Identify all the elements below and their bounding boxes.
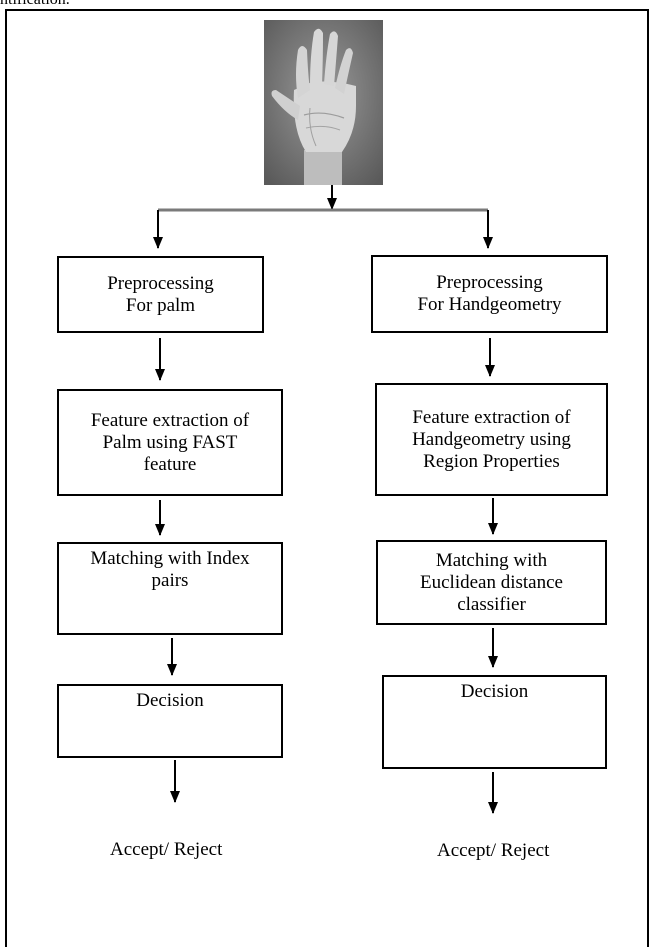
right-feature-extraction-box: Feature extraction of Handgeometry using… (375, 383, 608, 496)
right-decision-label: Decision (460, 681, 529, 702)
figure-frame (5, 9, 649, 947)
left-feature-extraction-box: Feature extraction of Palm using FAST fe… (57, 389, 283, 496)
right-preprocessing-label: Preprocessing For Handgeometry (417, 272, 562, 315)
left-feature-extraction-label: Feature extraction of Palm using FAST fe… (90, 409, 250, 475)
left-matching-box: Matching with Index pairs (57, 542, 283, 635)
left-result-text: Accept/ Reject (110, 839, 223, 860)
caption-fragment: ntification. (0, 0, 70, 9)
right-preprocessing-box: Preprocessing For Handgeometry (371, 255, 608, 333)
left-matching-label: Matching with Index pairs (90, 548, 250, 591)
left-decision-box: Decision (57, 684, 283, 758)
right-matching-box: Matching with Euclidean distance classif… (376, 540, 607, 625)
left-decision-label: Decision (136, 690, 204, 711)
palm-hand-photo (264, 20, 383, 185)
right-matching-label: Matching with Euclidean distance classif… (420, 549, 563, 615)
right-feature-extraction-label: Feature extraction of Handgeometry using… (412, 406, 571, 472)
right-decision-box: Decision (382, 675, 607, 769)
left-preprocessing-label: Preprocessing For palm (107, 272, 214, 316)
right-result-text: Accept/ Reject (437, 840, 550, 861)
left-preprocessing-box: Preprocessing For palm (57, 256, 264, 333)
